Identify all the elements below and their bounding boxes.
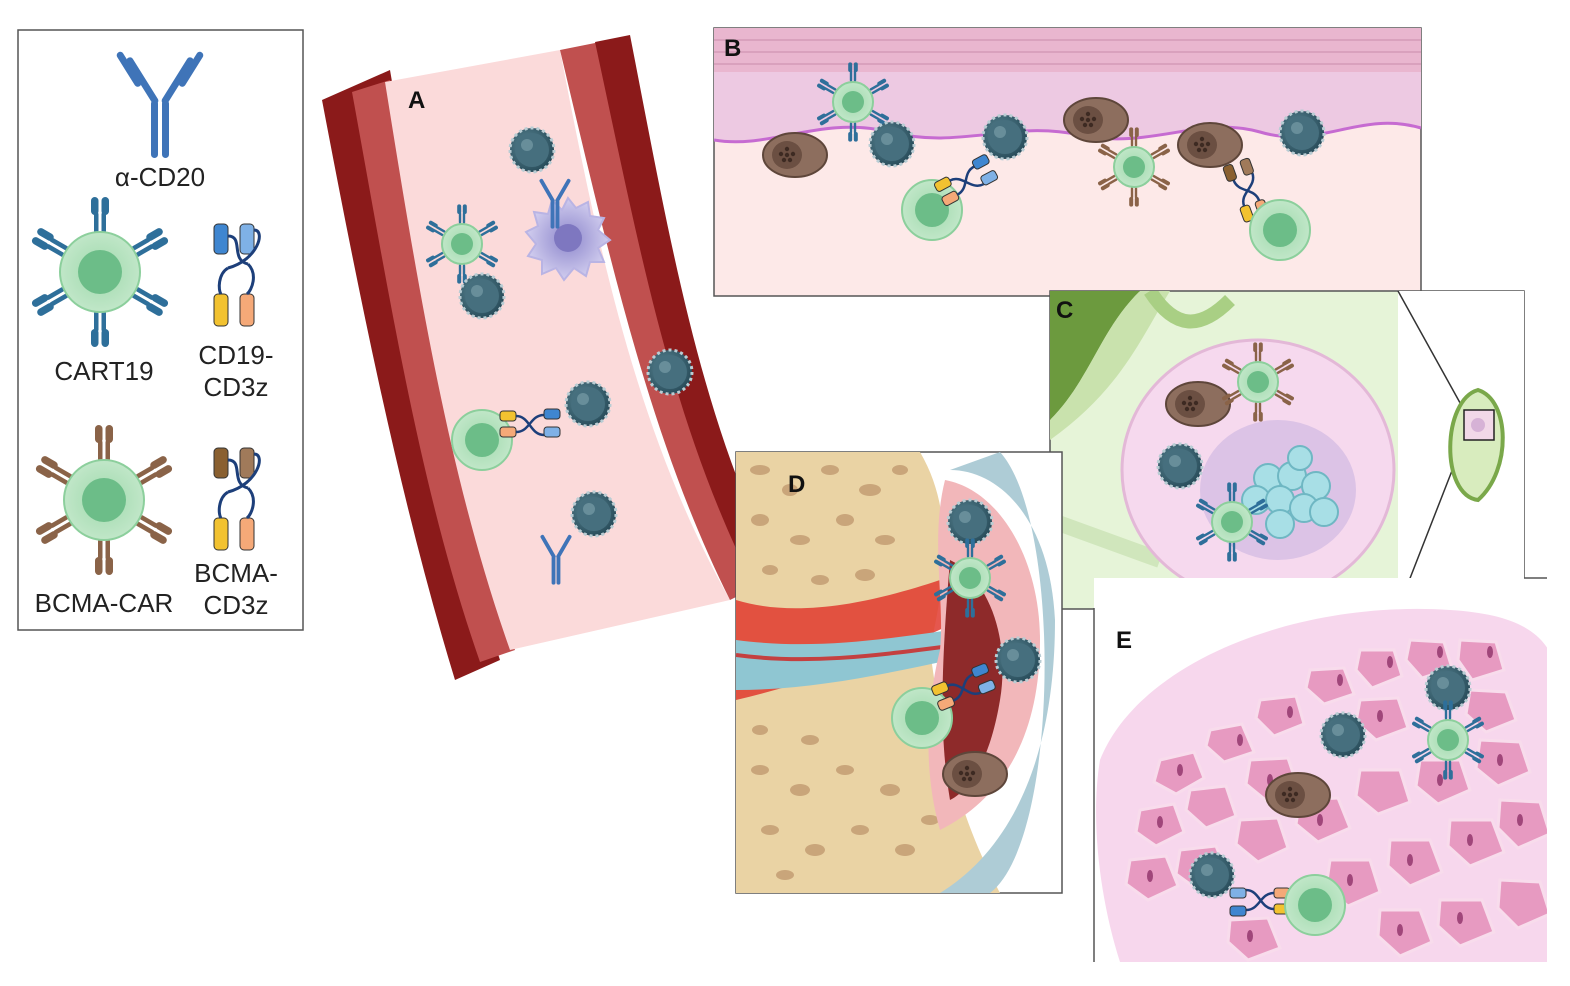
t-cell (1284, 874, 1346, 936)
b-cell (1156, 442, 1204, 490)
plasma-cell (762, 132, 828, 178)
b-cell (946, 498, 994, 546)
panel-b-label: B (724, 35, 741, 62)
t-cell (1249, 199, 1311, 261)
b-cell (646, 348, 694, 396)
b-cell (868, 120, 916, 168)
bcma-car-label: BCMA-CAR (35, 588, 174, 618)
macrophage (524, 196, 612, 282)
panel-d-label: D (788, 471, 805, 498)
b-cell (1424, 664, 1472, 712)
panel-c-lymph-node: C (1049, 290, 1525, 610)
t-cell (891, 687, 953, 749)
panel-e-muscle-tissue: E (1093, 577, 1547, 962)
cart19-label: CART19 (54, 356, 153, 386)
plasma-cell (942, 751, 1008, 797)
bcma-cd3z-engager-icon (213, 447, 261, 551)
legend-box: α-CD20 CART19 CD19- CD3z (17, 29, 304, 631)
anti-cd20-label: α-CD20 (115, 162, 205, 192)
t-cell (901, 179, 963, 241)
panel-c-label: C (1056, 297, 1073, 324)
anti-cd20-antibody-icon (116, 51, 204, 158)
panel-a-blood-vessel: A (322, 35, 780, 680)
plasma-cell (1063, 97, 1129, 143)
plasma-cell (1265, 772, 1331, 818)
bcma-car-cell-icon (34, 425, 174, 575)
germinal-center-b-cells (1241, 445, 1339, 539)
b-cell (1319, 711, 1367, 759)
b-cell (508, 126, 556, 174)
b-cell (564, 380, 612, 428)
b-cell (994, 636, 1042, 684)
plasma-cell (1165, 381, 1231, 427)
bcma-cd3z-label-line2: CD3z (203, 590, 268, 620)
b-cell (1188, 851, 1236, 899)
panel-b-tissue: B (713, 27, 1422, 297)
b-cell (458, 272, 506, 320)
b-cell (1278, 109, 1326, 157)
bcma-cd3z-label-line1: BCMA- (194, 558, 278, 588)
cart19-cell-icon (30, 197, 170, 347)
b-cell (981, 113, 1029, 161)
cd19-cd3z-label-line1: CD19- (198, 340, 273, 370)
plasma-cell (1177, 122, 1243, 168)
panel-d-joint: D (735, 451, 1063, 894)
panel-a-label: A (408, 87, 425, 114)
panel-e-label: E (1116, 627, 1132, 654)
cd19-cd3z-label-line2: CD3z (203, 372, 268, 402)
cd19-cd3z-engager-icon (213, 223, 261, 327)
b-cell (570, 490, 618, 538)
